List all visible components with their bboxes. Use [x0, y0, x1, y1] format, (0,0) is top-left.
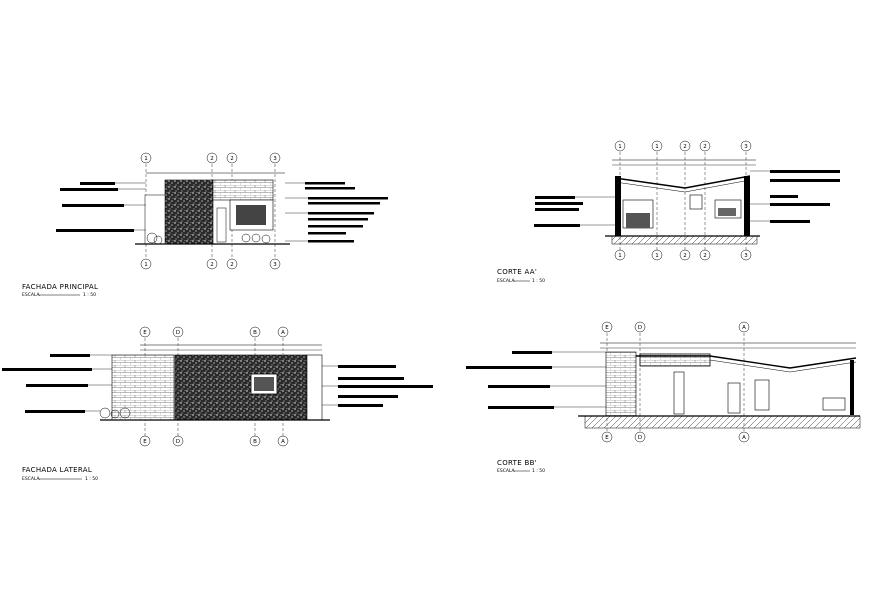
axis-label: B [253, 439, 257, 445]
axis-label: D [638, 325, 642, 331]
scale-word: ESCALA [497, 468, 516, 474]
axis-label: 2 [210, 262, 214, 268]
scale-value: 1 : 50 [83, 292, 96, 298]
axis-label: E [143, 330, 147, 336]
scale-word: ESCALA [22, 476, 41, 482]
axis-bubbles-bottom [140, 258, 281, 270]
scale-value: 1 : 50 [532, 278, 545, 284]
axis-label: 1 [144, 262, 148, 268]
axis-label: 2 [230, 262, 234, 268]
axis-label: 2 [703, 253, 707, 259]
view-corte-bb: E D A E D A CORTE BB' ESCALA 1 : 50 [466, 321, 861, 474]
brick-wall [111, 354, 175, 421]
axis-label: 1 [618, 253, 622, 259]
axis-label: 1 [655, 253, 659, 259]
view-title: FACHADA LATERAL [22, 466, 92, 474]
axis-label: 2 [210, 156, 214, 162]
roof-section [614, 175, 751, 189]
view-title: FACHADA PRINCIPAL [22, 283, 98, 291]
scale-word: ESCALA [497, 278, 516, 284]
roof-section [636, 355, 857, 369]
view-title: CORTE BB' [497, 459, 537, 467]
axis-label: 1 [144, 156, 148, 162]
scale-value: 1 : 50 [532, 468, 545, 474]
axis-label: 3 [744, 144, 748, 150]
scale-value: 1 : 50 [85, 476, 98, 482]
view-fachada-principal: 1 2 2 3 1 2 2 3 FACHADA PRINCIPAL ESCALA… [22, 152, 388, 298]
axis-label: 3 [273, 156, 277, 162]
axis-label: D [176, 439, 180, 445]
axis-bubbles-top [140, 152, 281, 164]
axis-label: 1 [655, 144, 659, 150]
axis-label: 2 [703, 144, 707, 150]
scale-word: ESCALA [22, 292, 41, 298]
axis-label: B [253, 330, 257, 336]
axis-label: A [281, 439, 285, 445]
view-corte-aa: 1 1 2 2 3 1 1 2 2 3 CORTE AA' ESCALA 1 :… [497, 140, 840, 284]
axis-label: E [605, 435, 609, 441]
stone-wall [164, 179, 214, 245]
axis-label: D [176, 330, 180, 336]
axis-label: 2 [683, 144, 687, 150]
stone-wall [174, 354, 308, 421]
axis-label: E [143, 439, 147, 445]
callout-bars-right [305, 182, 388, 243]
axis-label: 2 [230, 156, 234, 162]
axis-label: A [742, 325, 746, 331]
axis-label: D [638, 435, 642, 441]
axis-label: E [605, 325, 609, 331]
brick-wall [212, 179, 274, 201]
callout-bars-left [56, 182, 134, 232]
view-title: CORTE AA' [497, 268, 537, 276]
axis-label: 2 [683, 253, 687, 259]
axis-label: 3 [273, 262, 277, 268]
axis-label: 1 [618, 144, 622, 150]
axis-label: A [281, 330, 285, 336]
view-fachada-lateral: E D B A E D B A FACHADA LATERAL ESCALA 1… [2, 326, 433, 482]
shrub-icons [146, 232, 271, 245]
axis-label: A [742, 435, 746, 441]
axis-label: 3 [744, 253, 748, 259]
